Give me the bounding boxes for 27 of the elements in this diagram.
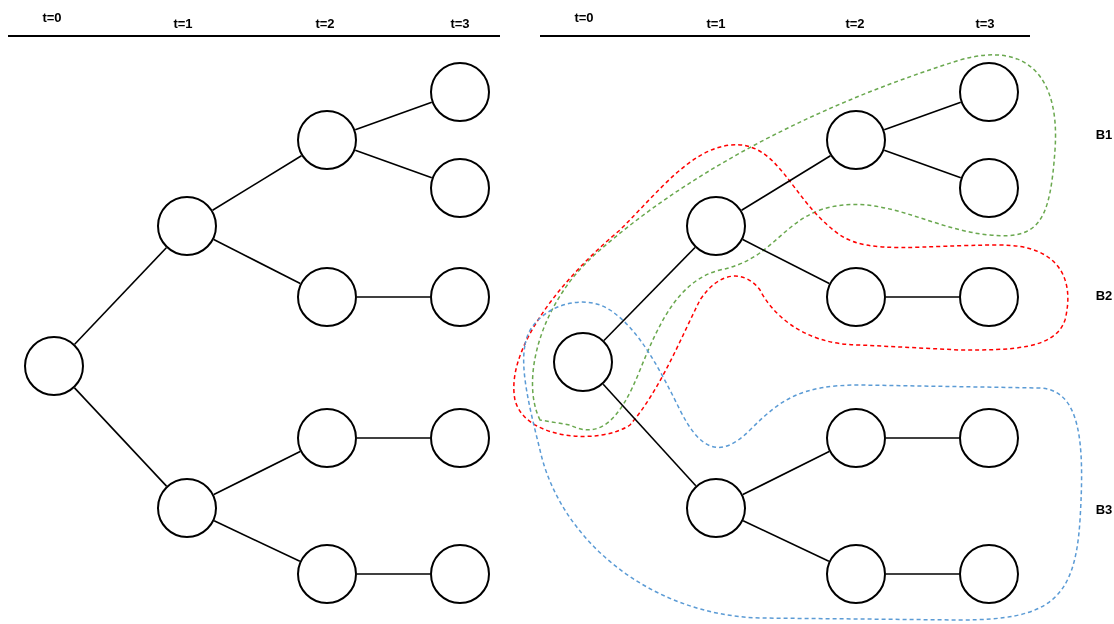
time-label: t=1 — [173, 15, 193, 34]
time-label: t=1 — [706, 15, 726, 34]
time-label: t=0 — [574, 9, 594, 28]
time-label: t=2 — [315, 15, 335, 34]
tree-edge — [211, 154, 303, 212]
tree-edge — [73, 387, 168, 487]
time-label: t=0 — [42, 9, 62, 28]
tree-edge — [356, 437, 431, 439]
tree-edge — [356, 573, 431, 575]
tree-edge — [73, 246, 168, 346]
tree-edge — [742, 450, 830, 496]
time-label: t=3 — [450, 15, 470, 34]
time-label: t=3 — [975, 15, 995, 34]
branch-label: B2 — [1095, 287, 1113, 306]
tree-edge — [212, 238, 302, 285]
branch-label: B1 — [1095, 126, 1113, 145]
tree-edge — [885, 573, 960, 575]
tree-edge — [740, 154, 832, 212]
tree-edge — [885, 296, 960, 298]
tree-edge — [603, 246, 696, 342]
time-label: t=2 — [845, 15, 865, 34]
tree-edge — [356, 296, 431, 298]
tree-edge — [213, 450, 301, 496]
tree-edge — [885, 437, 960, 439]
tree-edge — [602, 383, 697, 487]
branch-label: B3 — [1095, 501, 1113, 520]
tree-edge — [741, 238, 831, 285]
